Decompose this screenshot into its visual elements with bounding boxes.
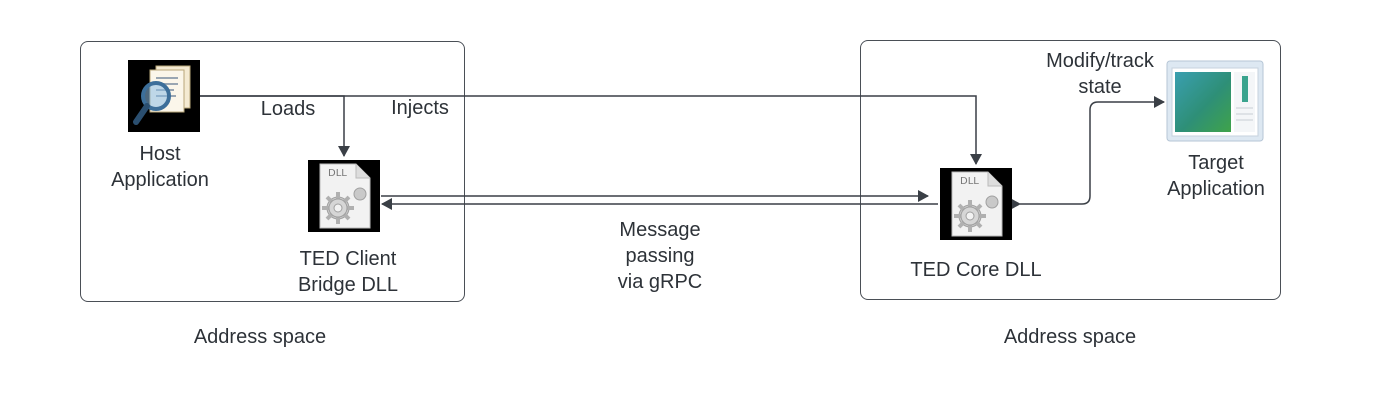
- modify-track-label: Modify/track state: [1046, 50, 1154, 98]
- client-dll-gear-icon: DLL: [308, 160, 380, 232]
- left-address-space-caption: Address space: [193, 326, 327, 348]
- core-dll-label: TED Core DLL: [910, 259, 1042, 281]
- right-address-space-box: [860, 40, 1281, 300]
- modify-track-arrow: [1010, 96, 1165, 210]
- svg-text:DLL: DLL: [960, 176, 979, 187]
- injects-label: Injects: [391, 97, 449, 119]
- right-address-space-caption: Address space: [1003, 326, 1137, 348]
- magnifier-document-icon: [128, 60, 200, 132]
- core-dll-gear-icon: DLL: [940, 168, 1012, 240]
- message-passing-label: Message passing via gRPC: [617, 219, 703, 293]
- application-window-icon: [1166, 60, 1264, 142]
- svg-text:DLL: DLL: [328, 168, 347, 179]
- injects-arrow: [200, 95, 982, 165]
- loads-label: Loads: [260, 98, 316, 120]
- client-dll-label: TED Client Bridge DLL: [297, 248, 399, 296]
- host-application-label: Host Application: [111, 143, 209, 191]
- left-address-space-box: [80, 41, 465, 302]
- target-application-label: Target Application: [1167, 152, 1265, 200]
